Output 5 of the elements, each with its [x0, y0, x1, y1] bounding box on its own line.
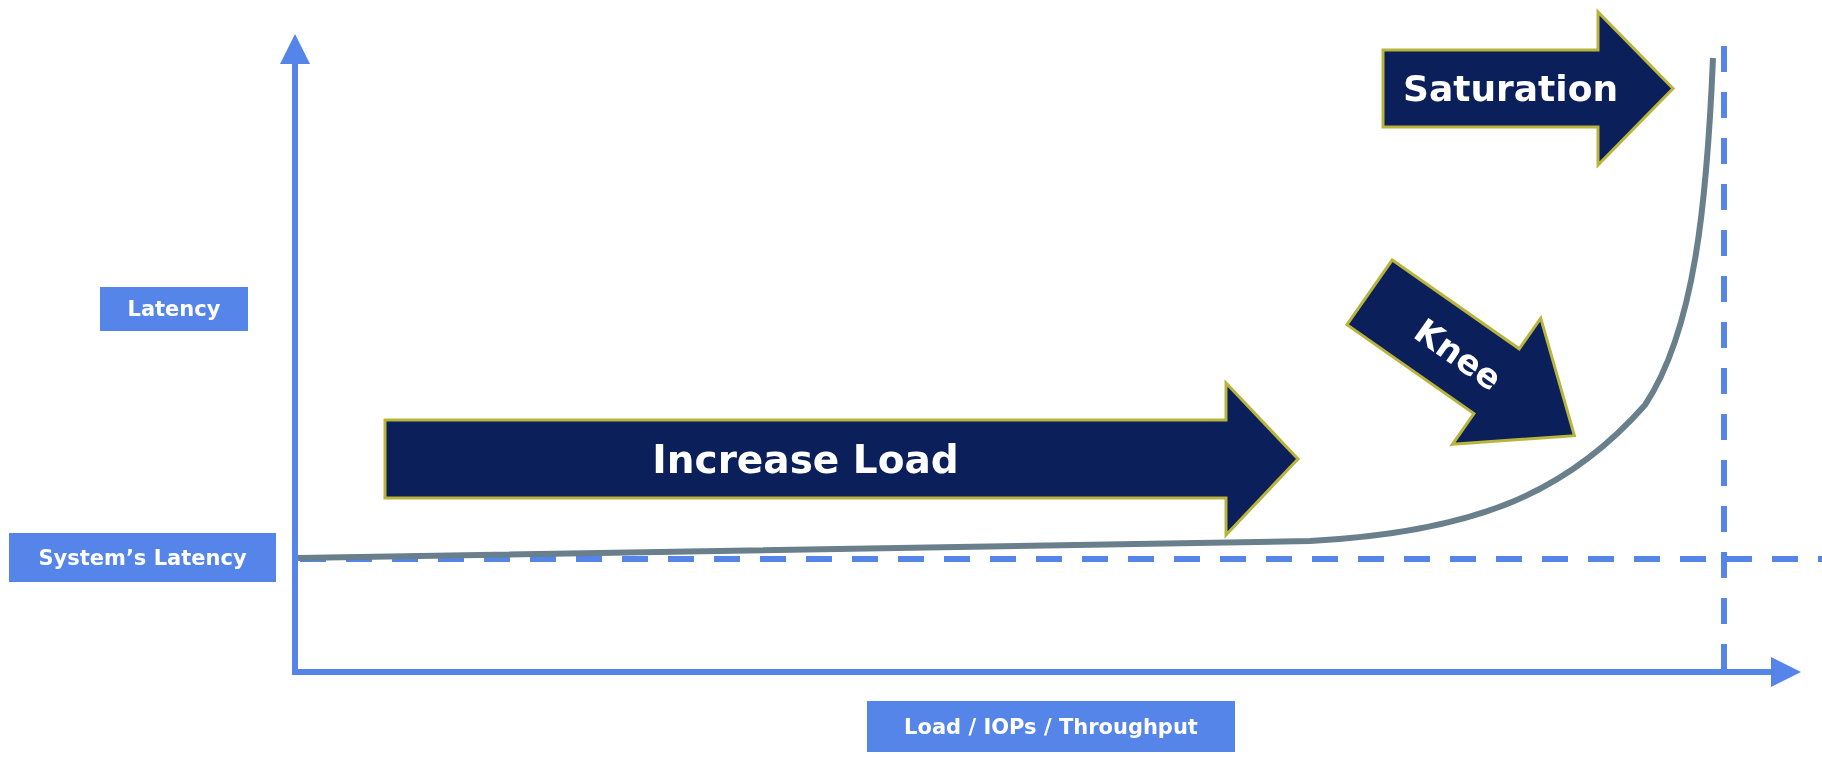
arrow-text: Increase Load: [651, 435, 960, 484]
axis-label: Latency: [100, 287, 248, 331]
arrow-text: Saturation: [1403, 66, 1619, 111]
axis-label: System’s Latency: [9, 533, 276, 582]
axis-label: Load / IOPs / Throughput: [867, 701, 1235, 752]
